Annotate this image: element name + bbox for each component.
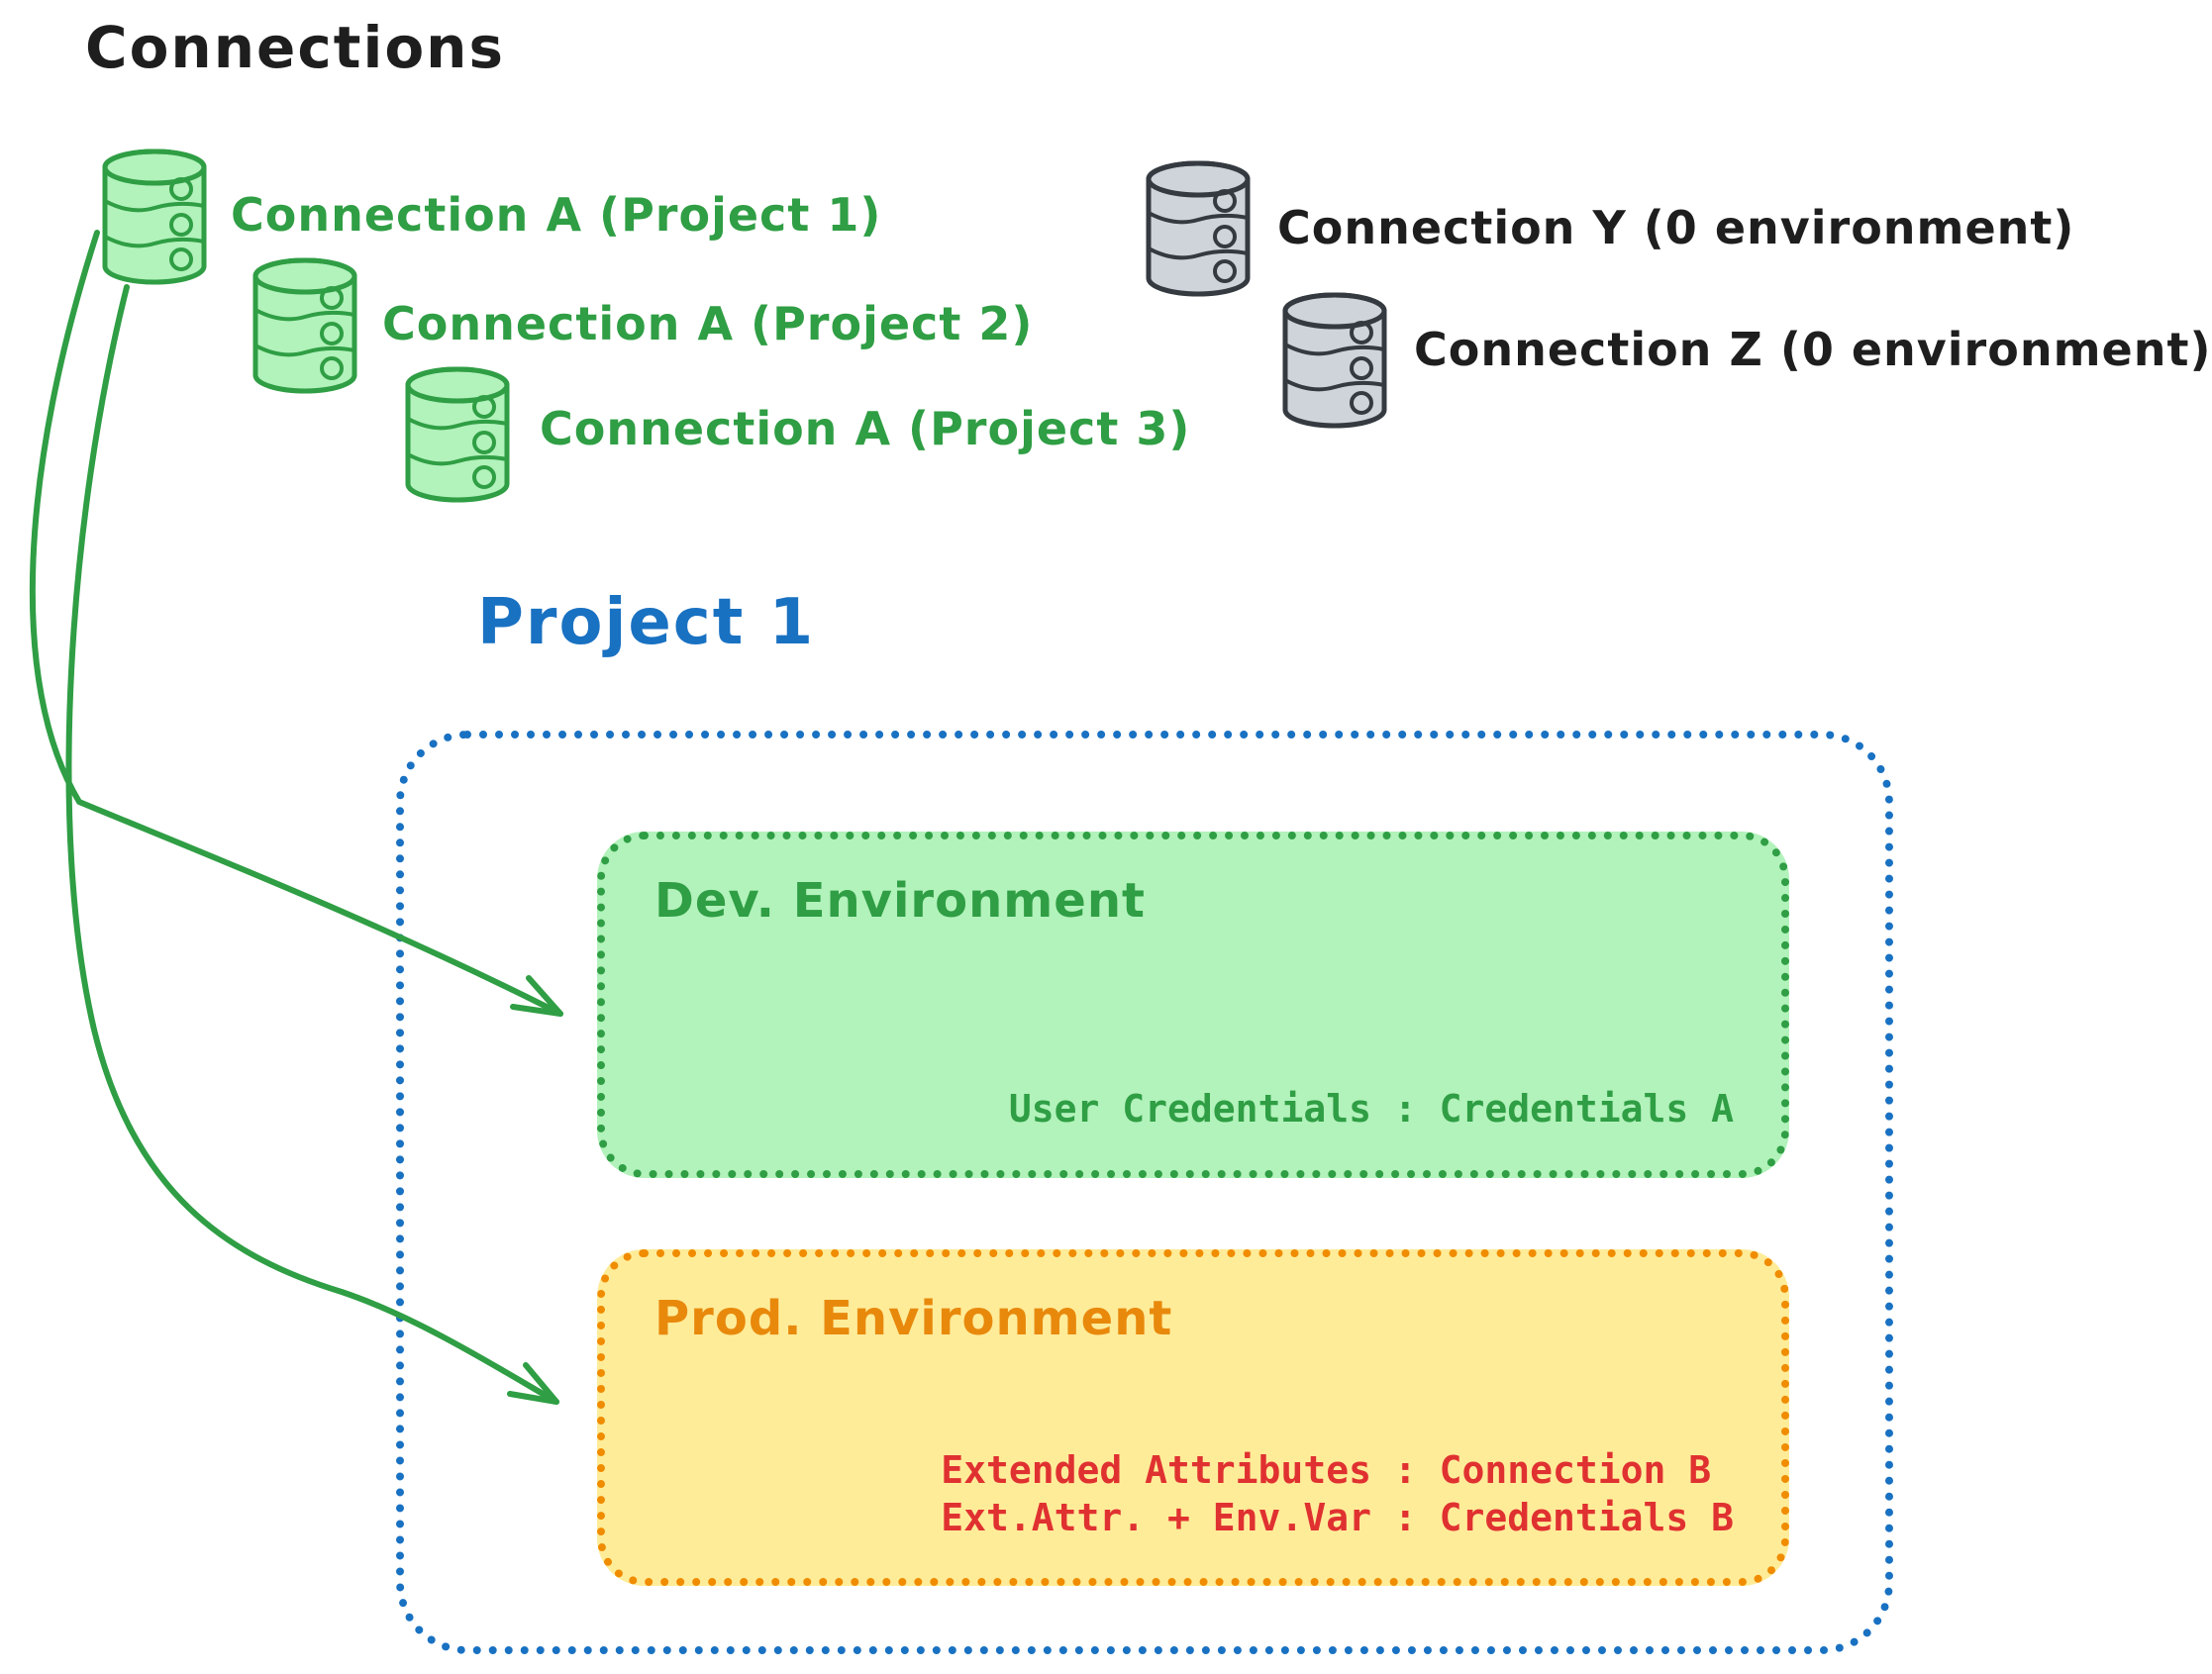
connection-y-label: Connection Y (0 environment)	[1277, 201, 2075, 254]
database-cylinder-icon	[405, 366, 510, 503]
prod-attributes-text: Extended Attributes : Connection B Ext.A…	[941, 1446, 1734, 1542]
database-cylinder-icon	[1146, 160, 1251, 297]
database-icon-green-1	[99, 147, 210, 287]
prod-environment-box: Prod. Environment Extended Attributes : …	[597, 1249, 1789, 1586]
database-icon-green-2	[250, 255, 360, 396]
dev-environment-title: Dev. Environment	[654, 873, 1146, 929]
dev-credentials-text: User Credentials : Credentials A	[1008, 1087, 1734, 1131]
connection-z-label: Connection Z (0 environment)	[1414, 323, 2212, 376]
connection-a-project-3-label: Connection A (Project 3)	[540, 402, 1191, 455]
connection-a-project-2-label: Connection A (Project 2)	[382, 297, 1034, 350]
database-icon-gray-y	[1143, 158, 1254, 299]
database-icon-gray-z	[1279, 290, 1390, 431]
prod-attributes-line-2: Ext.Attr. + Env.Var : Credentials B	[941, 1496, 1734, 1540]
prod-attributes-line-1: Extended Attributes : Connection B	[941, 1447, 1712, 1492]
database-cylinder-icon	[1282, 292, 1387, 429]
database-icon-green-3	[402, 364, 513, 505]
prod-environment-title: Prod. Environment	[654, 1291, 1173, 1346]
database-cylinder-icon	[102, 148, 207, 285]
database-cylinder-icon	[252, 257, 357, 394]
dev-environment-box: Dev. Environment User Credentials : Cred…	[597, 832, 1789, 1178]
page-title: Connections	[85, 14, 505, 81]
connection-a-project-1-label: Connection A (Project 1)	[231, 188, 882, 242]
project-1-title: Project 1	[477, 586, 816, 659]
